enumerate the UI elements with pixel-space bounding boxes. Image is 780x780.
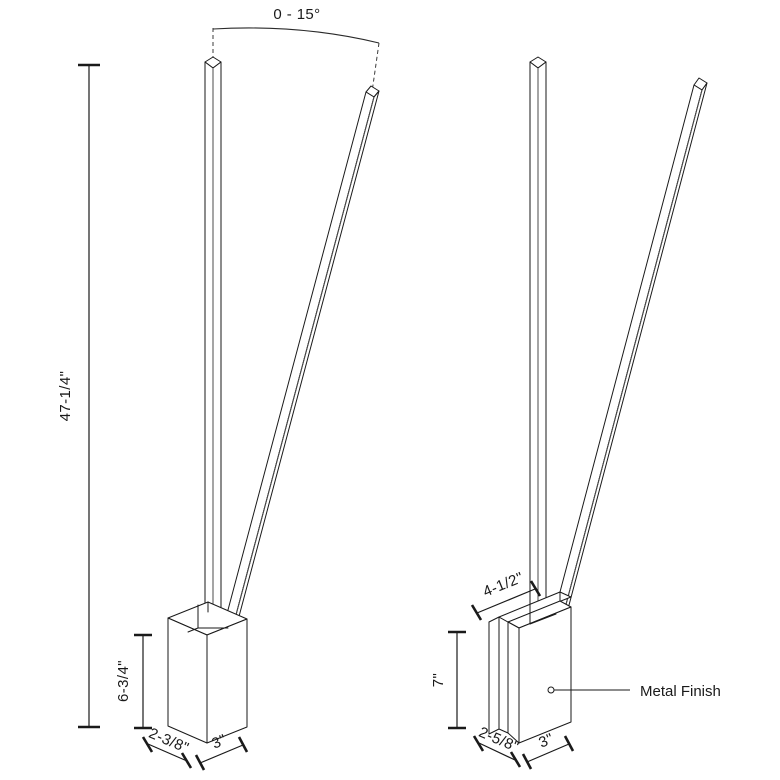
- side-view-group: 7" 4-1/2" 2-5/8" 3": [430, 56, 721, 770]
- tilt-angle-label: 0 - 15°: [273, 6, 320, 23]
- side-base-block: [488, 591, 572, 744]
- front-view-group: 6-3/4" 2-3/8" 3": [115, 56, 380, 771]
- side-tilted-rod: [536, 77, 708, 685]
- tilt-angle-dimension: 0 - 15°: [212, 6, 380, 93]
- front-vertical-rod: [204, 56, 222, 636]
- metal-finish-annotation: Metal Finish: [554, 683, 721, 700]
- front-base-block: [167, 601, 248, 744]
- side-base-width-dimension: 3": [521, 730, 575, 770]
- overall-height-label: 47-1/4": [57, 371, 74, 422]
- front-base-width-dimension: 3": [194, 731, 249, 771]
- side-base-height-dimension: 7": [430, 630, 466, 730]
- side-base-height-label: 7": [430, 673, 447, 687]
- front-base-width-label: 3": [209, 731, 229, 752]
- overall-height-dimension: 47-1/4": [57, 63, 100, 729]
- front-base-height-label: 6-3/4": [115, 660, 132, 702]
- front-base-height-dimension: 6-3/4": [115, 633, 152, 730]
- side-vertical-rod: [529, 56, 547, 626]
- side-base-width-label: 3": [536, 730, 556, 751]
- metal-finish-marker: [547, 686, 555, 694]
- front-tilted-rod: [207, 85, 380, 691]
- metal-finish-label: Metal Finish: [640, 683, 721, 700]
